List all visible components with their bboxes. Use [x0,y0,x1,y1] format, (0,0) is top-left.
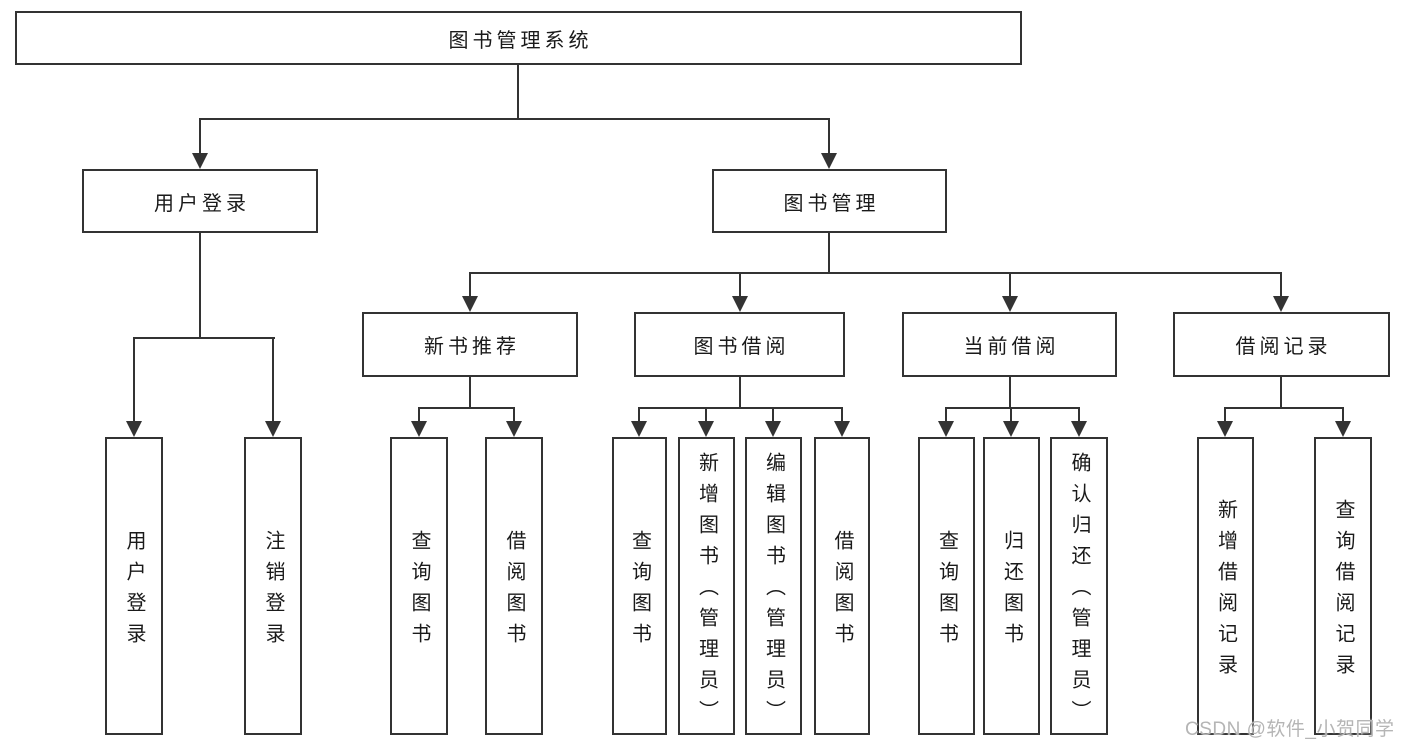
connector-line [705,407,707,422]
connector-arrowhead [732,296,748,312]
connector-line [469,272,471,298]
connector-line [772,407,774,422]
node-new-book-rec: 新书推荐 [362,312,578,377]
connector-line [1010,407,1012,422]
connector-arrowhead [265,421,281,437]
node-book-mgmt: 图书管理 [712,169,947,233]
connector-line [513,407,515,422]
node-rec-query-book: 查询图书 [390,437,448,735]
connector-line [739,377,741,409]
csdn-watermark: CSDN @软件_小贺同学 [1185,719,1395,740]
node-br-add-record: 新增借阅记录 [1197,437,1254,735]
connector-line [945,407,1080,409]
connector-line [199,118,201,153]
node-current-borrow: 当前借阅 [902,312,1117,377]
connector-line [272,337,274,422]
connector-line [418,407,420,422]
connector-line [1342,407,1344,422]
connector-line [1009,272,1011,298]
connector-arrowhead [1002,296,1018,312]
connector-arrowhead [938,421,954,437]
connector-line [199,118,830,120]
node-book-borrow: 图书借阅 [634,312,845,377]
connector-line [828,118,830,153]
connector-arrowhead [1335,421,1351,437]
connector-line [1224,407,1344,409]
connector-arrowhead [765,421,781,437]
connector-arrowhead [126,421,142,437]
connector-arrowhead [411,421,427,437]
connector-arrowhead [1003,421,1019,437]
connector-line [199,233,201,339]
connector-arrowhead [698,421,714,437]
node-cb-confirm-return: 确认归还（管理员） [1050,437,1108,735]
node-bb-add-book: 新增图书（管理员） [678,437,735,735]
connector-line [1280,272,1282,298]
node-cb-return-book: 归还图书 [983,437,1040,735]
connector-line [841,407,843,422]
connector-arrowhead [506,421,522,437]
node-user-login: 用户登录 [82,169,318,233]
connector-arrowhead [462,296,478,312]
node-root: 图书管理系统 [15,11,1022,65]
connector-arrowhead [1217,421,1233,437]
connector-line [418,407,515,409]
connector-line [133,337,275,339]
connector-line [638,407,640,422]
connector-line [1224,407,1226,422]
node-borrow-records: 借阅记录 [1173,312,1390,377]
connector-line [469,272,1282,274]
connector-line [517,65,519,118]
node-bb-edit-book: 编辑图书（管理员） [745,437,802,735]
node-rec-borrow-book: 借阅图书 [485,437,543,735]
node-br-query-record: 查询借阅记录 [1314,437,1372,735]
node-login: 用户登录 [105,437,163,735]
node-bb-borrow-book: 借阅图书 [814,437,870,735]
connector-line [133,337,135,422]
node-logout: 注销登录 [244,437,302,735]
connector-arrowhead [834,421,850,437]
connector-arrowhead [192,153,208,169]
connector-line [945,407,947,422]
connector-arrowhead [1071,421,1087,437]
connector-arrowhead [631,421,647,437]
connector-arrowhead [821,153,837,169]
connector-line [1009,377,1011,409]
connector-line [828,233,830,274]
connector-arrowhead [1273,296,1289,312]
connector-line [469,377,471,409]
connector-line [638,407,843,409]
connector-line [739,272,741,298]
node-bb-query-book: 查询图书 [612,437,667,735]
connector-line [1078,407,1080,422]
node-cb-query-book: 查询图书 [918,437,975,735]
connector-line [1280,377,1282,409]
